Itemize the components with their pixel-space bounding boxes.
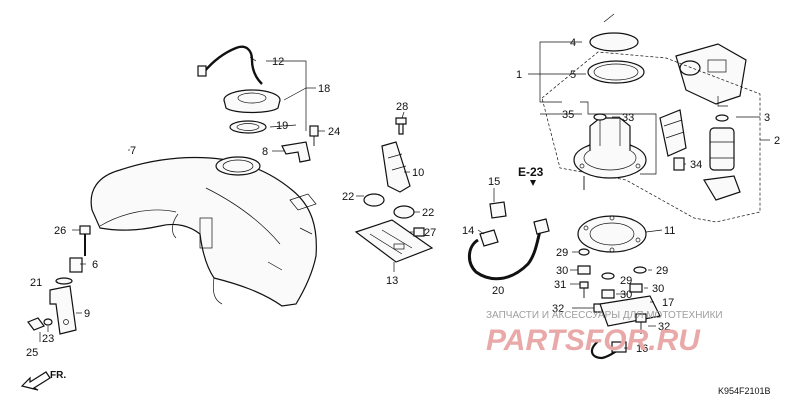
callout-26: 26 xyxy=(54,225,66,237)
breather-hose xyxy=(203,45,263,85)
callout-32-left: 32 xyxy=(552,303,564,315)
fuel-level-sender xyxy=(703,175,741,201)
callout-13: 13 xyxy=(386,275,398,287)
washer-29-left xyxy=(578,248,590,256)
mounting-bracket xyxy=(281,141,311,163)
cap-gasket-inner xyxy=(236,123,260,131)
washer-29-mid xyxy=(601,272,615,280)
callout-28: 28 xyxy=(396,101,408,113)
pump-gasket xyxy=(577,215,647,253)
rubber-washer xyxy=(55,277,73,285)
hose-end-fitting xyxy=(197,65,207,77)
fuel-strainer xyxy=(659,109,687,157)
callout-25: 25 xyxy=(26,347,38,359)
callout-30-right: 30 xyxy=(652,283,664,295)
callout-10: 10 xyxy=(412,167,424,179)
callout-35: 35 xyxy=(562,109,574,121)
leader-lines xyxy=(39,41,770,349)
callout-18: 18 xyxy=(318,83,330,95)
cap-gasket xyxy=(229,120,267,134)
stay-bolt xyxy=(27,317,45,331)
watermark-caption: ЗАПЧАСТИ И АКСЕССУАРЫ ДЛЯ МОТОТЕХНИКИ xyxy=(486,310,723,321)
callout-22-left: 22 xyxy=(342,191,354,203)
quick-connector xyxy=(489,201,507,219)
callout-31: 31 xyxy=(554,279,566,291)
callout-11: 11 xyxy=(664,225,675,237)
callout-20: 20 xyxy=(492,285,504,297)
callout-29-left: 29 xyxy=(556,247,568,259)
pump-motor xyxy=(709,114,735,171)
nut-30-left xyxy=(577,265,591,275)
rubber-cap-right xyxy=(393,205,415,219)
assembly-boundary xyxy=(541,51,761,223)
callout-8: 8 xyxy=(262,146,268,158)
mount-collar xyxy=(69,257,83,273)
bolt-31 xyxy=(579,281,589,289)
pump-o-ring xyxy=(589,32,639,52)
diagram-code: K954F2101B xyxy=(718,386,771,396)
callout-17: 17 xyxy=(662,297,674,309)
stay-washer xyxy=(43,318,53,326)
section-reference-arrow-icon xyxy=(530,180,536,186)
callout-23: 23 xyxy=(42,333,54,345)
callout-24: 24 xyxy=(328,126,340,138)
callout-27: 27 xyxy=(424,227,436,239)
section-reference: E-23 xyxy=(518,165,544,179)
holder-bolt xyxy=(395,117,407,135)
fuel-tank xyxy=(90,156,317,307)
callout-29-right: 29 xyxy=(656,265,668,277)
front-direction-arrow-icon xyxy=(20,371,51,391)
callout-5: 5 xyxy=(570,69,576,81)
callout-34: 34 xyxy=(690,159,702,171)
callout-6: 6 xyxy=(92,259,98,271)
bolt-32-right xyxy=(635,313,647,323)
direction-label: FR. xyxy=(50,370,66,381)
callout-7: 7 xyxy=(130,145,136,157)
callout-12: 12 xyxy=(272,56,284,68)
tank-holder xyxy=(381,141,411,193)
rear-mount-plate xyxy=(354,219,434,263)
callout-33: 33 xyxy=(622,112,634,124)
fuel-cap xyxy=(223,89,281,114)
tank-mount-bolt xyxy=(79,225,91,256)
callout-15: 15 xyxy=(488,176,500,188)
strainer-clip xyxy=(673,157,685,171)
callout-29-mid: 29 xyxy=(620,275,632,287)
rubber-cap-left xyxy=(363,193,385,207)
callout-30-left: 30 xyxy=(556,265,568,277)
callout-32-right: 32 xyxy=(658,321,670,333)
watermark-brand: PARTSFOR.RU xyxy=(486,324,701,357)
callout-30-mid: 30 xyxy=(620,289,632,301)
callout-1: 1 xyxy=(516,69,522,81)
callout-21: 21 xyxy=(30,277,42,289)
hose-clamp xyxy=(479,229,499,247)
tank-stay xyxy=(49,285,77,335)
callout-22-right: 22 xyxy=(422,207,434,219)
nut-30-right xyxy=(629,283,643,293)
callout-14: 14 xyxy=(462,225,474,237)
filter-washer xyxy=(593,113,607,121)
callout-4: 4 xyxy=(570,37,576,49)
bracket-bolt xyxy=(309,125,319,137)
drain-tube-clip xyxy=(611,341,627,353)
callout-9: 9 xyxy=(84,308,90,320)
callout-16: 16 xyxy=(636,343,648,355)
fuel-feed-hose xyxy=(468,221,544,281)
pump-setting-ring xyxy=(587,60,645,84)
callout-3: 3 xyxy=(764,112,770,124)
fuel-pump-module xyxy=(675,43,747,107)
callout-19: 19 xyxy=(276,120,288,132)
plate-bolt xyxy=(413,227,425,237)
pump-base xyxy=(573,117,647,190)
washer-29-right xyxy=(633,266,647,274)
callout-labels: 1 2 3 4 5 6 7 8 9 10 11 12 13 14 15 16 1… xyxy=(26,37,780,359)
nut-30-mid xyxy=(601,289,615,299)
bolt-32-left xyxy=(593,303,603,313)
callout-2: 2 xyxy=(774,135,780,147)
